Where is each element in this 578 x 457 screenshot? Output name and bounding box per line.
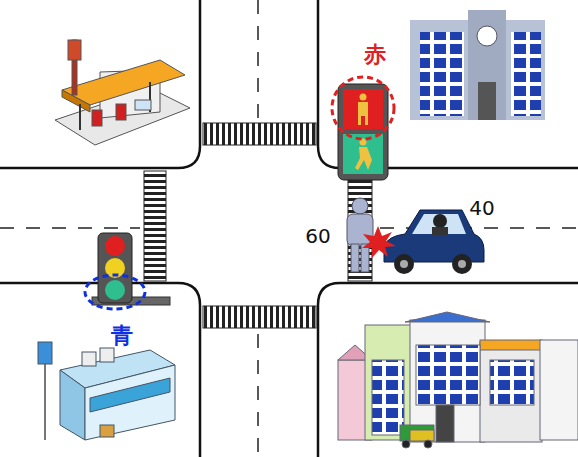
pedestrian-signal [332, 77, 394, 180]
impact-mark [362, 226, 396, 258]
signal-color-label: 赤 [364, 44, 386, 66]
pedestrian-figure [347, 198, 373, 272]
speed-number: 40 [469, 198, 494, 218]
gas-station [55, 40, 190, 145]
convenience-store [38, 342, 175, 440]
signal-color-label: 青 [111, 325, 133, 347]
town-houses [338, 312, 578, 448]
speed-number: 60 [305, 226, 330, 246]
vehicle-signal [85, 233, 170, 309]
car [384, 210, 484, 274]
school-building [410, 10, 545, 120]
